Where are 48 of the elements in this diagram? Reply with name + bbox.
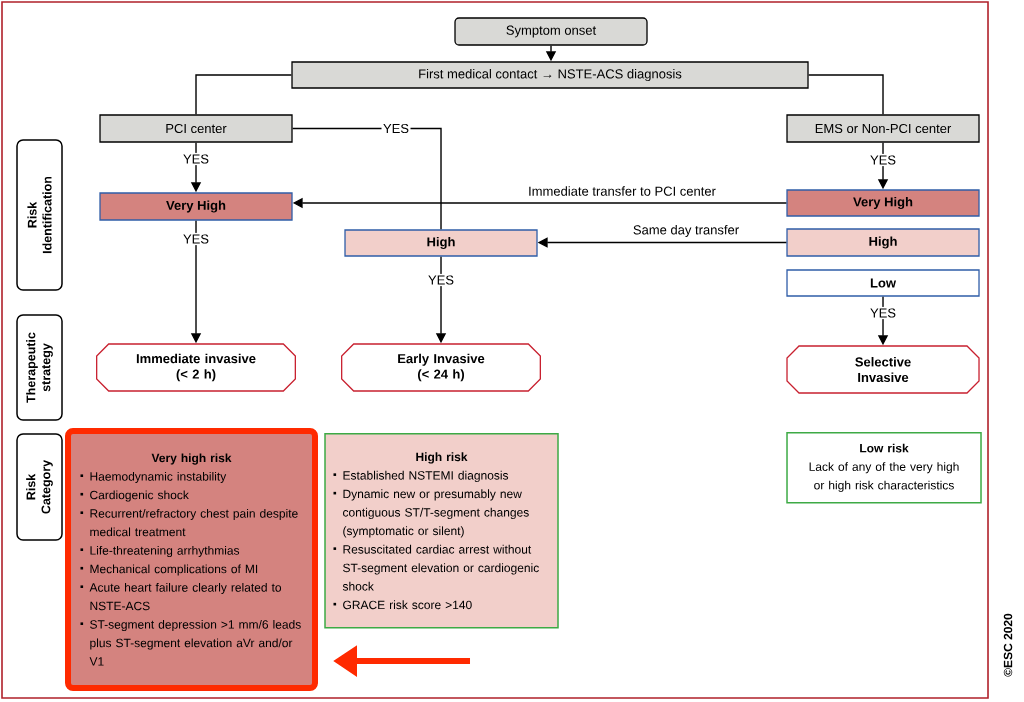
- risk-category-box: [324, 433, 559, 629]
- box-text: Lack of any of the very high or high risk characteristics: [809, 462, 959, 492]
- time-label: (< 24 h): [418, 369, 464, 382]
- process-box: Symptom onset: [454, 17, 648, 46]
- edge-label: YES: [381, 122, 411, 135]
- box-heading: Very high risk: [151, 453, 232, 465]
- risk-level-box: High: [344, 229, 538, 257]
- connector-line: [807, 74, 884, 116]
- bullet-text: GRACE risk score >140: [343, 600, 472, 610]
- process-box: First medical contact → NSTE-ACS diagnosis: [291, 61, 809, 89]
- risk-level-box: Low: [786, 269, 980, 297]
- risk-category-box: [786, 432, 982, 504]
- bullet-text: Haemodynamic instability: [90, 471, 227, 484]
- bullet-text: Established NSTEMI diagnosis: [343, 470, 509, 483]
- edge-label: YES: [426, 273, 456, 287]
- strategy-box: Selective Invasive: [786, 345, 980, 394]
- risk-level-box: High: [786, 228, 980, 257]
- row-header-box: Therapeutic strategy: [16, 314, 63, 421]
- box-heading: High risk: [416, 452, 468, 464]
- box-heading: Low risk: [860, 443, 909, 453]
- bullet-text: Resuscitated cardiac arrest without ST-segment elevation or cardiogenic shock: [342, 544, 539, 591]
- bullet-text: Mechanical complications of MI: [90, 564, 258, 576]
- copyright-note: ©ESC 2020: [1003, 613, 1013, 677]
- bullet-text: Recurrent/refractory chest pain despite medical treatment: [90, 508, 298, 537]
- risk-level-box: Very High: [99, 192, 293, 221]
- edge-label: Immediate transfer to PCI center: [526, 184, 718, 198]
- edge-label: Same day transfer: [631, 223, 741, 239]
- edge-label: YES: [868, 153, 898, 167]
- strategy-label: Immediate invasive: [136, 353, 256, 364]
- bullet-text: Dynamic new or presumably new contiguous ST/T-segment changes (symptomatic or silent): [343, 489, 529, 538]
- edge-label: YES: [181, 232, 211, 246]
- bullet-text: Cardiogenic shock: [90, 490, 189, 502]
- process-box: EMS or Non-PCI center: [786, 114, 980, 143]
- strategy-label: Early Invasive: [398, 353, 485, 366]
- row-header-box: Risk Identification: [16, 139, 63, 291]
- edge-label: YES: [868, 306, 898, 320]
- risk-category-box: [65, 428, 318, 691]
- risk-level-box: Very High: [786, 189, 980, 217]
- time-label: (< 2 h): [176, 369, 216, 382]
- strategy-box: [96, 343, 296, 392]
- edge-label: YES: [181, 152, 211, 166]
- row-header-box: Risk Category: [16, 433, 63, 541]
- process-box: PCI center: [99, 114, 293, 143]
- bullet-text: Acute heart failure clearly related to NSTE-ACS: [89, 582, 282, 611]
- bullet-text: Life-threatening arrhythmias: [90, 545, 240, 558]
- connector-line: [195, 74, 293, 116]
- strategy-box: [341, 343, 541, 392]
- bullet-text: ST-segment depression >1 mm/6 leads plus ST-segment elevation aVr and/or V1: [89, 619, 301, 666]
